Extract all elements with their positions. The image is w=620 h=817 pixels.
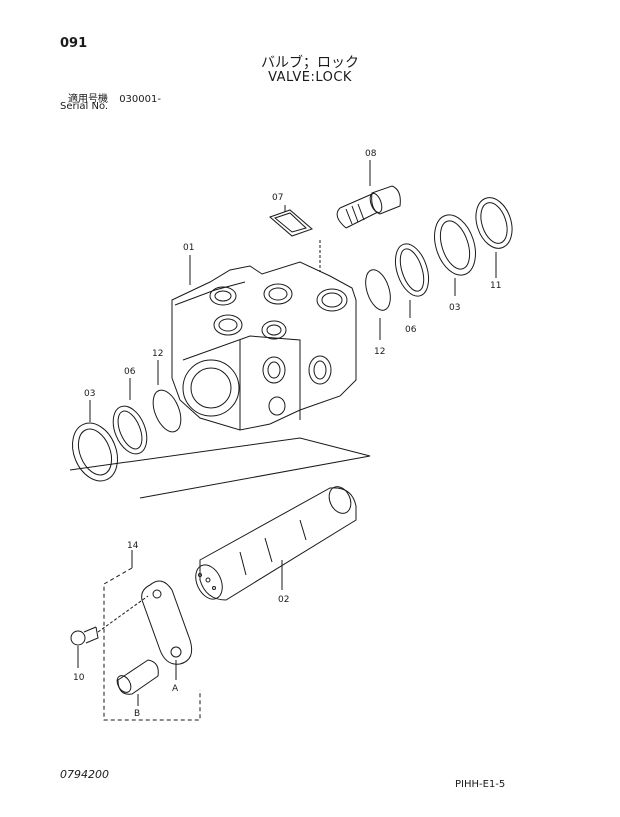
serial-label-english: Serial No. xyxy=(60,101,109,112)
callout-10: 10 xyxy=(73,673,85,683)
serial-label-line: 適用号機 030001- xyxy=(68,90,161,105)
part-08-bolt xyxy=(336,185,401,229)
callout-02: 02 xyxy=(278,595,289,605)
callout-14: 14 xyxy=(127,541,139,551)
part-03-right-ring xyxy=(434,214,476,276)
callout-06-left: 06 xyxy=(124,367,136,377)
part-07-plate xyxy=(269,209,313,237)
callout-12-right: 12 xyxy=(374,347,385,357)
callout-08: 08 xyxy=(365,149,377,159)
part-03-left-ring xyxy=(72,422,118,482)
callout-03-right: 03 xyxy=(449,303,460,313)
part-11-snap-ring xyxy=(475,197,513,249)
part-10-bolt xyxy=(70,626,99,646)
part-06-right-ring xyxy=(394,243,430,297)
callout-03-left: 03 xyxy=(84,389,95,399)
serial-label-japanese: 適用号機 xyxy=(68,94,108,105)
serial-value: 030001- xyxy=(119,94,161,105)
part-06-left-ring xyxy=(112,405,148,455)
part-lever-plate xyxy=(141,580,193,665)
page-number: 091 xyxy=(60,36,88,51)
part-12-right-oring xyxy=(365,269,391,311)
callout-b: B xyxy=(134,709,140,719)
part-01-valve-body xyxy=(171,261,357,431)
drawing-number: 0794200 xyxy=(60,768,109,781)
part-02-spool xyxy=(195,486,357,601)
callout-a: A xyxy=(172,684,179,694)
part-b-pin xyxy=(116,659,159,695)
callout-01: 01 xyxy=(183,243,194,253)
page-code: PIHH-E1-5 xyxy=(455,779,506,790)
title-english: VALVE:LOCK xyxy=(268,70,352,85)
callout-11: 11 xyxy=(490,281,501,291)
callout-07: 07 xyxy=(272,193,283,203)
callout-06-right: 06 xyxy=(405,325,417,335)
title-japanese: バルブ；ロック xyxy=(261,55,359,71)
callout-12-left: 12 xyxy=(152,349,163,359)
part-14-kit-outline xyxy=(103,567,201,721)
part-12-left-oring xyxy=(152,389,182,433)
